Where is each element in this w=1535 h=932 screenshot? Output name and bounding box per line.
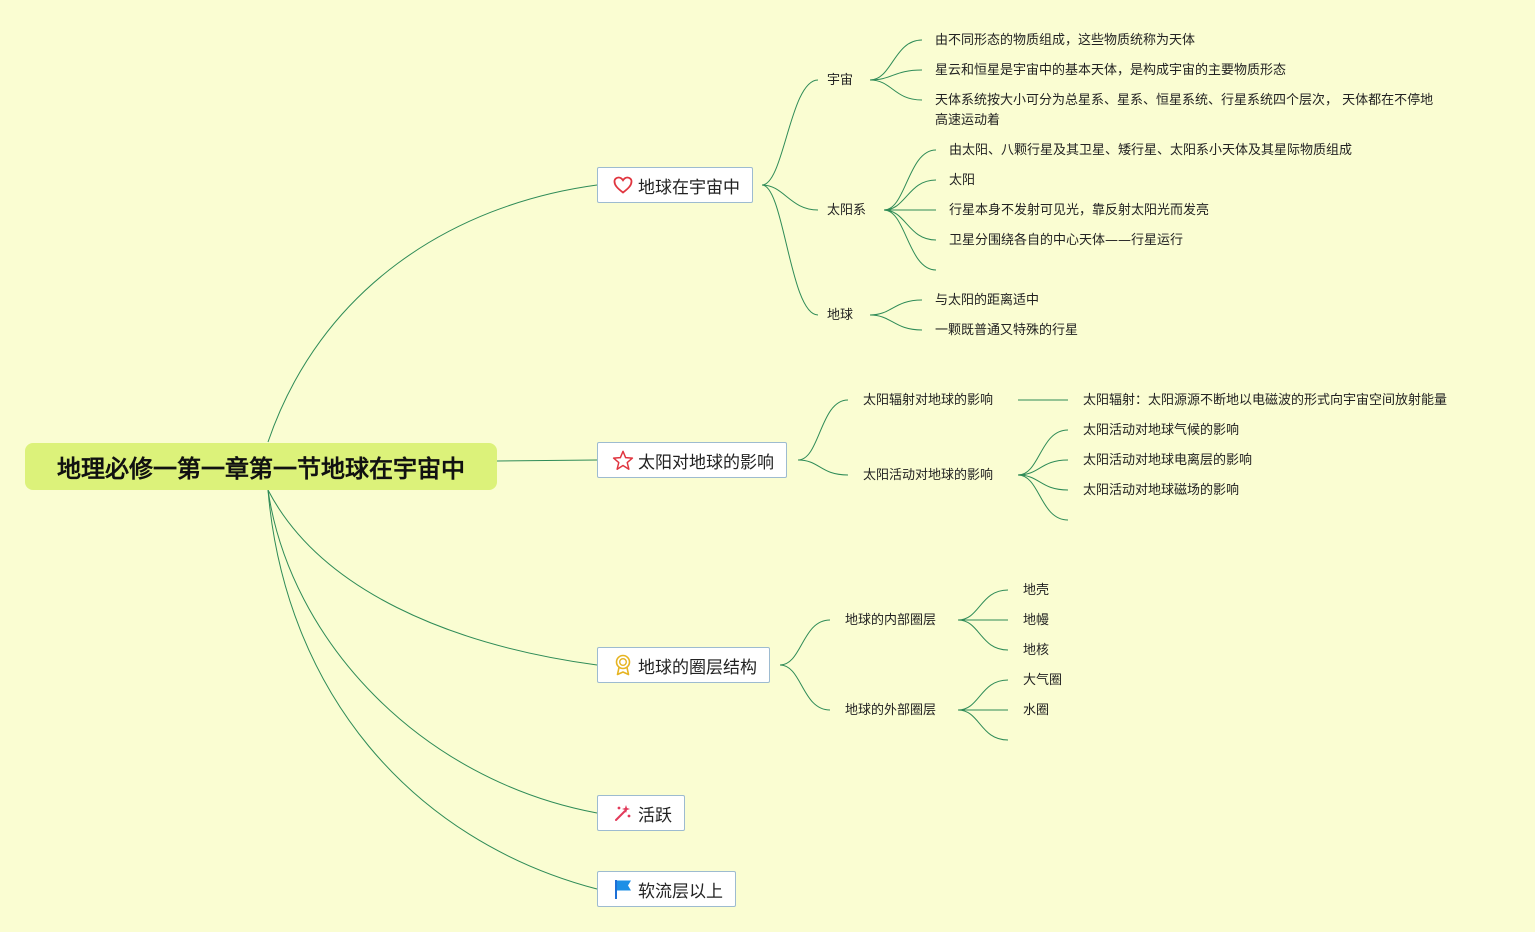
leaf-item[interactable]: 卫星分围绕各自的中心天体——行星运行 bbox=[949, 233, 1184, 248]
leaf-item[interactable]: 由不同形态的物质组成，这些物质统称为天体 bbox=[935, 33, 1196, 48]
connector-line bbox=[797, 399, 849, 461]
connector-line bbox=[957, 709, 1009, 741]
connector-line bbox=[869, 299, 923, 316]
connector-line bbox=[957, 679, 1009, 711]
medal-icon bbox=[612, 654, 634, 676]
connector-line bbox=[883, 149, 937, 211]
connector-line bbox=[883, 209, 937, 241]
subtopic-outer-layers[interactable]: 地球的外部圈层 bbox=[845, 703, 937, 718]
connector-line bbox=[883, 209, 937, 271]
connector-line bbox=[761, 79, 819, 186]
branch-label: 地球的圈层结构 bbox=[638, 657, 757, 678]
leaf-item[interactable]: 太阳活动对地球气候的影响 bbox=[1083, 423, 1240, 438]
leaf-item[interactable]: 太阳 bbox=[949, 173, 976, 188]
connector-line bbox=[869, 69, 923, 81]
connector-line bbox=[869, 79, 923, 101]
leaf-item[interactable]: 太阳活动对地球电离层的影响 bbox=[1083, 453, 1253, 468]
branch-active[interactable]: 活跃 bbox=[597, 795, 685, 831]
connector-line bbox=[797, 459, 849, 476]
branch-earth-in-universe[interactable]: 地球在宇宙中 bbox=[597, 167, 753, 203]
sparkle-icon bbox=[612, 802, 634, 824]
connector-line bbox=[957, 589, 1009, 621]
connector-line bbox=[761, 184, 819, 211]
subtopic-solar-system[interactable]: 太阳系 bbox=[827, 203, 867, 218]
branch-label: 太阳对地球的影响 bbox=[638, 452, 774, 473]
flag-icon bbox=[612, 878, 634, 900]
connector-line bbox=[957, 619, 1009, 651]
connector-line bbox=[883, 179, 937, 211]
leaf-item[interactable]: 地幔 bbox=[1023, 613, 1050, 628]
subtopic-solar-radiation[interactable]: 太阳辐射对地球的影响 bbox=[863, 393, 994, 408]
leaf-item[interactable]: 地壳 bbox=[1023, 583, 1050, 598]
subtopic-inner-layers[interactable]: 地球的内部圈层 bbox=[845, 613, 937, 628]
connector-line bbox=[267, 489, 598, 890]
connector-line bbox=[496, 459, 598, 462]
connector-line bbox=[1017, 474, 1069, 491]
leaf-item[interactable]: 太阳辐射：太阳源源不断地以电磁波的形式向宇宙空间放射能量 bbox=[1083, 393, 1448, 408]
star-icon bbox=[612, 449, 634, 471]
branch-sun-effect[interactable]: 太阳对地球的影响 bbox=[597, 442, 787, 478]
branch-label: 软流层以上 bbox=[638, 881, 723, 902]
connector-line bbox=[761, 184, 819, 316]
branch-above-asthenosphere[interactable]: 软流层以上 bbox=[597, 871, 736, 907]
leaf-item[interactable]: 行星本身不发射可见光，靠反射太阳光而发亮 bbox=[949, 203, 1210, 218]
connector-line bbox=[1017, 459, 1069, 476]
leaf-item[interactable]: 地核 bbox=[1023, 643, 1050, 658]
leaf-item[interactable]: 与太阳的距离适中 bbox=[935, 293, 1040, 308]
leaf-item[interactable]: 由太阳、八颗行星及其卫星、矮行星、太阳系小天体及其星际物质组成 bbox=[949, 143, 1353, 158]
connector-line bbox=[267, 489, 598, 814]
leaf-item[interactable]: 星云和恒星是宇宙中的基本天体，是构成宇宙的主要物质形态 bbox=[935, 63, 1287, 78]
connector-line bbox=[267, 184, 598, 443]
heart-icon bbox=[612, 174, 634, 196]
connector-line bbox=[1017, 474, 1069, 521]
subtopic-solar-activity[interactable]: 太阳活动对地球的影响 bbox=[863, 468, 994, 483]
leaf-item[interactable]: 一颗既普通又特殊的行星 bbox=[935, 323, 1079, 338]
connector-line bbox=[1017, 429, 1069, 476]
subtopic-universe[interactable]: 宇宙 bbox=[827, 73, 854, 88]
root-topic[interactable]: 地理必修一第一章第一节地球在宇宙中 bbox=[25, 443, 497, 490]
connector-line bbox=[869, 39, 923, 81]
connector-line bbox=[267, 489, 598, 666]
connector-line bbox=[779, 619, 831, 666]
leaf-item[interactable]: 水圈 bbox=[1023, 703, 1050, 718]
leaf-item[interactable]: 天体系统按大小可分为总星系、星系、恒星系统、行星系统四个层次， 天体都在不停地高… bbox=[935, 93, 1434, 128]
connector-line bbox=[779, 664, 831, 711]
subtopic-earth[interactable]: 地球 bbox=[827, 308, 854, 323]
leaf-item[interactable]: 大气圈 bbox=[1023, 673, 1063, 688]
leaf-item[interactable]: 太阳活动对地球磁场的影响 bbox=[1083, 483, 1240, 498]
branch-label: 地球在宇宙中 bbox=[638, 177, 740, 198]
branch-label: 活跃 bbox=[638, 805, 672, 826]
connector-line bbox=[869, 314, 923, 331]
branch-earth-layers[interactable]: 地球的圈层结构 bbox=[597, 647, 770, 683]
